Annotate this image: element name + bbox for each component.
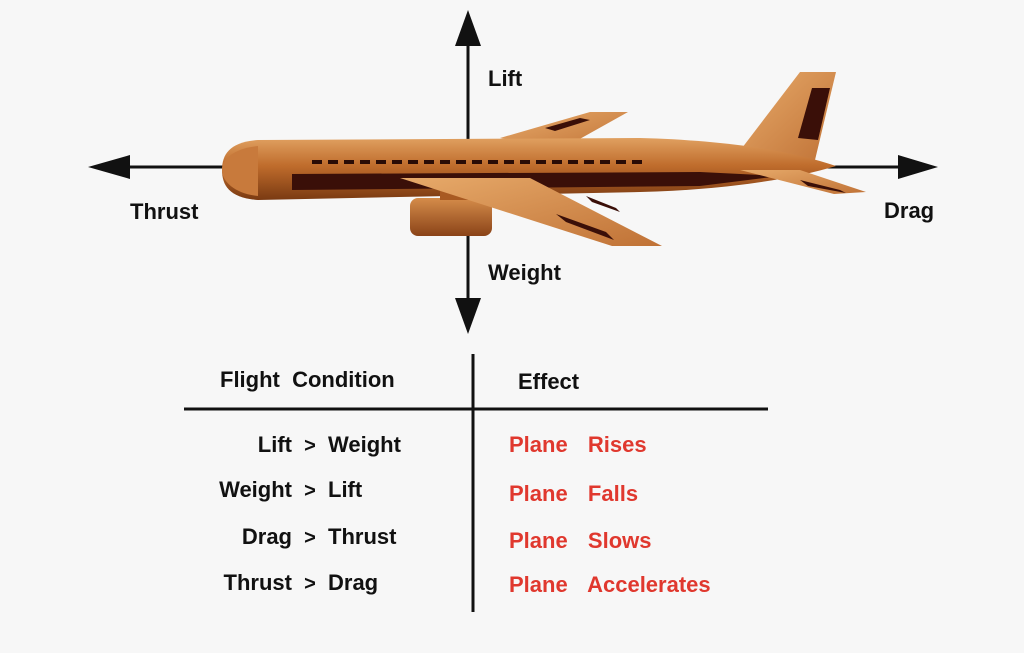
condition-operator: > (304, 527, 316, 549)
effect-text: Plane Slows (509, 528, 652, 553)
condition-lhs: Lift (257, 432, 292, 457)
table-grid (184, 354, 768, 612)
condition-lhs: Drag (241, 524, 292, 549)
condition-row: Weight > Lift (194, 477, 363, 502)
condition-header: Flight Condition (220, 367, 395, 392)
near-wing-stripe (556, 214, 614, 240)
airplane-illustration (222, 72, 866, 246)
lift-arrowhead (455, 10, 481, 46)
lift-label: Lift (488, 66, 523, 91)
far-wing-stripe (545, 118, 590, 131)
engine-nacelle (410, 198, 492, 236)
tail-fin-stripe (798, 88, 830, 140)
condition-rhs: Lift (328, 477, 363, 502)
effect-text: Plane Rises (509, 432, 647, 457)
fuselage-stripe (292, 172, 780, 190)
effect-text: Plane Falls (509, 481, 639, 506)
weight-arrowhead (455, 298, 481, 334)
condition-operator: > (304, 435, 316, 457)
effect-header: Effect (518, 369, 580, 394)
condition-row: Lift > Weight (194, 432, 401, 457)
window-row (312, 160, 642, 164)
condition-rhs: Weight (328, 432, 401, 457)
condition-row: Drag > Thrust (194, 524, 397, 549)
near-wing-stripe-2 (586, 196, 620, 212)
thrust-arrowhead (88, 155, 130, 179)
condition-lhs: Thrust (223, 570, 292, 595)
weight-label: Weight (488, 260, 561, 285)
effect-text: Plane Accelerates (509, 572, 711, 597)
condition-operator: > (304, 480, 316, 502)
condition-rhs: Thrust (328, 524, 397, 549)
thrust-label: Thrust (130, 199, 199, 224)
stabilizer-stripe (800, 180, 846, 193)
nose-cone (222, 146, 258, 196)
condition-operator: > (304, 573, 316, 595)
drag-label: Drag (884, 198, 935, 223)
condition-rhs: Drag (328, 570, 379, 595)
drag-arrowhead (898, 155, 938, 179)
condition-row: Thrust > Drag (194, 570, 379, 595)
condition-lhs: Weight (219, 477, 292, 502)
